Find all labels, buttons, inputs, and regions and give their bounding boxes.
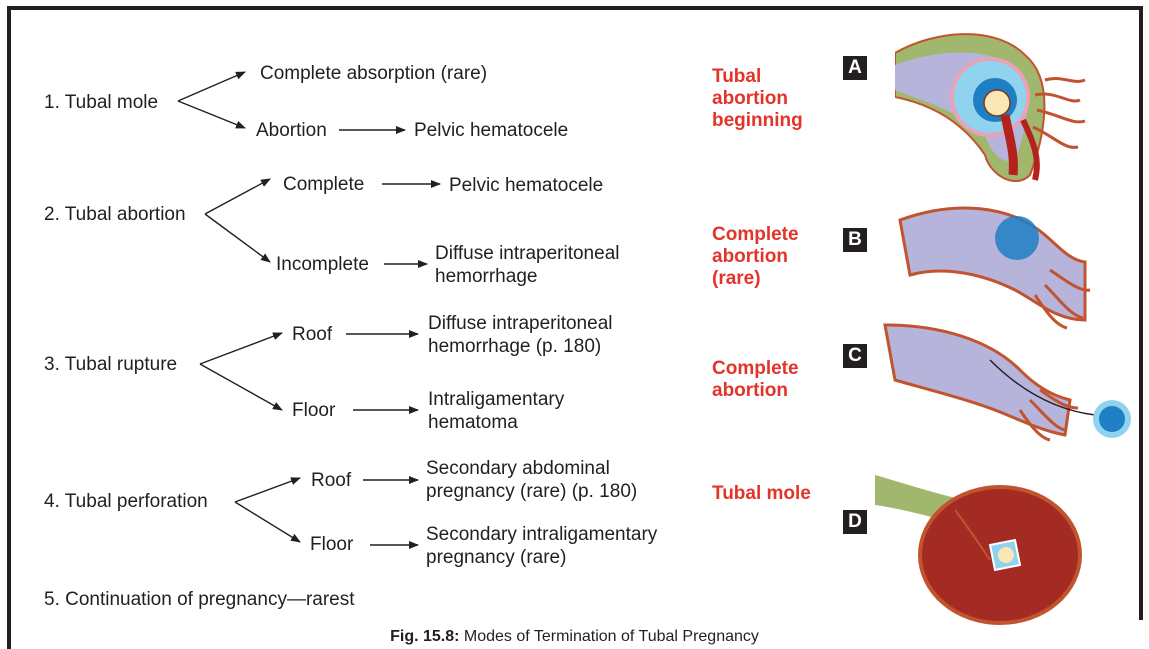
figure-caption: Fig. 15.8: Modes of Termination of Tubal… [0, 627, 1149, 647]
frame-top-border [7, 6, 1143, 10]
illustration-b-tube [898, 206, 1091, 330]
badge-c: C [843, 344, 867, 368]
mode-5-label: 5. Continuation of pregnancy—rarest [44, 589, 355, 610]
arrow-tubal-perforation-up [234, 477, 301, 503]
frame-right-border [1139, 6, 1143, 620]
figure-label: Fig. 15.8: [390, 628, 460, 645]
illustration-d-tube [875, 475, 1082, 625]
mode-4-branch-1: Roof [311, 470, 352, 491]
mode-3-branch-1-outcome: Diffuse intraperitoneal hemorrhage (p. 1… [428, 313, 613, 357]
arrow-tubal-perforation-down [234, 501, 301, 543]
badge-a: A [843, 56, 867, 80]
mode-2-branch-2-outcome: Diffuse intraperitoneal hemorrhage [435, 243, 620, 287]
mode-1-branch-2: Abortion [256, 120, 327, 141]
illustration-d-caption: Tubal mole [712, 483, 811, 504]
mode-4-branch-2: Floor [310, 534, 354, 555]
mode-3-label: 3. Tubal rupture [44, 354, 178, 375]
illustration-c-caption: Complete abortion [712, 358, 799, 401]
illustration-b-caption: Complete abortion (rare) [712, 224, 799, 289]
arrow-tubal-abortion-down [204, 213, 271, 263]
arrow-tubal-mole-down [177, 100, 246, 129]
mode-4-branch-1-outcome: Secondary abdominal pregnancy (rare) (p.… [426, 458, 638, 502]
mode-1-label: 1. Tubal mole [44, 92, 159, 113]
illustration-a-caption: Tubal abortion beginning [712, 66, 803, 131]
mode-4-branch-2-outcome: Secondary intraligamentary pregnancy (ra… [426, 524, 658, 568]
arrow-tubal-rupture-down [199, 363, 283, 411]
mode-2-branch-2: Incomplete [276, 254, 369, 275]
mode-2-label: 2. Tubal abortion [44, 204, 186, 225]
illustration-a-tube [895, 33, 1086, 182]
arrow-tubal-rupture-up [199, 332, 283, 365]
arrow-tubal-abortion-up [204, 178, 271, 215]
mode-2-branch-1-outcome: Pelvic hematocele [449, 175, 604, 196]
mode-2-branch-1: Complete [283, 174, 365, 195]
mode-1-branch-1: Complete absorption (rare) [260, 63, 488, 84]
mode-1-branch-2-outcome: Pelvic hematocele [414, 120, 569, 141]
mode-3-branch-1: Roof [292, 324, 333, 345]
badge-d: D [843, 510, 867, 534]
mode-4-label: 4. Tubal perforation [44, 491, 208, 512]
frame-left-border [7, 6, 11, 649]
mode-3-branch-2-outcome: Intraligamentary hematoma [428, 389, 565, 433]
illustration-c-tube [883, 323, 1131, 442]
figure-title: Modes of Termination of Tubal Pregnancy [463, 628, 759, 645]
arrow-tubal-mole-up [177, 71, 246, 102]
mode-3-branch-2: Floor [292, 400, 336, 421]
badge-b: B [843, 228, 867, 252]
